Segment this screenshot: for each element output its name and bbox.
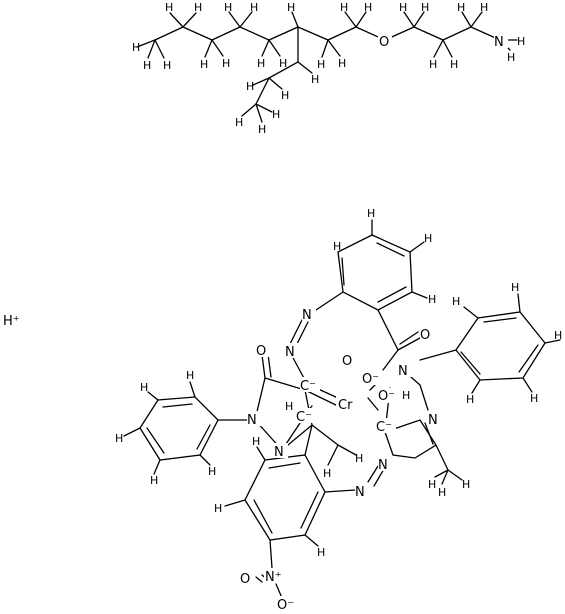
complex-h-label: H: [367, 207, 375, 220]
amine-h-label: H: [480, 1, 488, 14]
amine-h-label: H: [165, 1, 173, 14]
azo-nitrogen-label: N: [355, 485, 365, 500]
amine-h-label: H: [421, 1, 429, 14]
complex-h-label: H: [317, 546, 325, 559]
amine-h-label: H: [143, 59, 151, 72]
amine-h-label: H: [338, 57, 346, 70]
amine-fragment: O N H H H H H H H H H H H H H H H H H H …: [132, 1, 525, 136]
amine-h-label: H: [281, 89, 289, 102]
amine-h-label: H: [222, 57, 230, 70]
complex-h-label: H: [252, 435, 260, 448]
complex-h-label: H: [428, 478, 436, 491]
amine-h-label: H: [287, 1, 295, 14]
complex-h-label: H: [530, 392, 538, 405]
amine-h-label: H: [340, 1, 348, 14]
azo-nitrogen-label: N: [285, 345, 295, 360]
carbonyl-oxygen-label: O: [256, 344, 266, 359]
amine-h-label: H: [279, 57, 287, 70]
pyrazolone-nitrogen-label: N: [428, 413, 438, 428]
pyrazolone-nitrogen-label: N: [398, 364, 408, 379]
carbanion-label: C⁻: [300, 379, 316, 394]
complex-h-label: H: [438, 486, 446, 499]
complex-h-label: H: [323, 467, 331, 480]
pyrazolone-nitrogen-label: N: [247, 413, 257, 428]
nitro-oxide-label: O⁻: [277, 598, 294, 613]
amine-h-label: H: [163, 59, 171, 72]
amine-h-label: H: [517, 35, 525, 48]
complex-h-label: H: [285, 400, 293, 413]
complex-h-label: H: [333, 240, 341, 253]
nitro-nitrogen-label: N⁺: [265, 570, 282, 585]
amine-h-label: H: [246, 80, 254, 93]
amine-h-label: H: [224, 1, 232, 14]
pyrazolone-nitrogen-label: N: [274, 445, 284, 460]
oxide-anion-label: O⁻: [378, 389, 395, 404]
amine-h-label: H: [457, 1, 465, 14]
carbanion-label: C⁻: [296, 410, 312, 425]
complex-h-label: H: [424, 232, 432, 245]
azo-nitrogen-label: N: [378, 458, 388, 473]
amine-h-label: H: [235, 116, 243, 129]
amine-skeleton-bonds: [136, 11, 518, 123]
complex-atom-labels: H H H H N N O O O O⁻ O⁻ C⁻: [115, 207, 562, 613]
oxide-anion-label: O⁻: [362, 372, 379, 387]
amine-nitrogen-label: N: [494, 35, 504, 50]
amine-h-label: H: [132, 41, 140, 54]
amine-h-label: H: [257, 57, 265, 70]
complex-h-label: H: [402, 389, 410, 402]
chromium-complex: H H H H N N O O O O⁻ O⁻ C⁻: [115, 207, 562, 613]
nitro-oxygen-label: O: [240, 572, 250, 587]
complex-h-label: H: [466, 393, 474, 406]
ether-oxygen-label: O: [379, 35, 389, 50]
complex-h-label: H: [511, 281, 519, 294]
amine-h-label: H: [311, 73, 319, 86]
complex-h-label: H: [428, 293, 436, 306]
complex-h-label: H: [462, 478, 470, 491]
carbanion-label: C⁻: [376, 420, 392, 435]
amine-h-label: H: [507, 51, 515, 64]
complex-h-label: H: [554, 329, 562, 342]
amine-h-label: H: [317, 58, 325, 71]
amine-h-label: H: [450, 58, 458, 71]
complex-h-label: H: [214, 502, 222, 515]
amine-h-label: H: [272, 108, 280, 121]
azo-nitrogen-label: N: [302, 308, 312, 323]
carboxyl-oxygen-label: O: [420, 328, 430, 343]
complex-h-label: H: [355, 452, 363, 465]
amine-h-label: H: [429, 58, 437, 71]
amine-h-label: H: [258, 123, 266, 136]
chromium-label: Cr: [338, 398, 353, 413]
proton-label: H⁺: [3, 314, 20, 329]
complex-h-label: H: [140, 381, 148, 394]
amine-h-label: H: [399, 1, 407, 14]
complex-h-label: H: [452, 295, 460, 308]
amine-h-label: H: [194, 1, 202, 14]
amine-h-label: H: [250, 1, 258, 14]
amine-h-label: H: [200, 58, 208, 71]
complex-h-label: H: [208, 465, 216, 478]
complex-h-label: H: [115, 432, 123, 445]
complex-h-label: H: [150, 474, 158, 487]
amine-h-label: H: [364, 1, 372, 14]
amine-atom-labels: O N H H H H H H H H H H H H H H H H H H …: [132, 1, 525, 136]
carboxyl-oxygen-label: O: [342, 354, 352, 369]
complex-h-label: H: [186, 369, 194, 382]
